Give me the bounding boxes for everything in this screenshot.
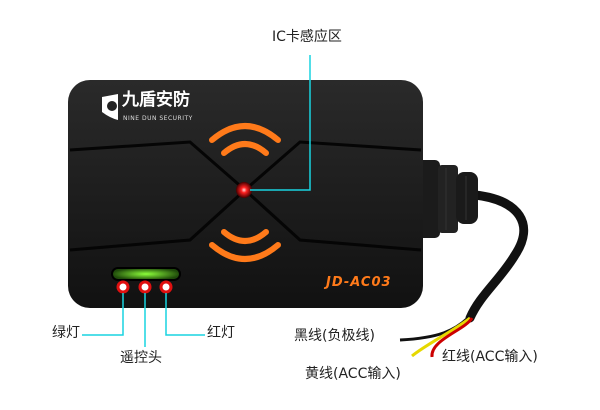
yellow-wire <box>411 316 471 358</box>
callout-yellow-wire: 黄线(ACC输入) <box>305 366 401 382</box>
center-indicator-led <box>236 182 252 198</box>
status-light-bar <box>111 267 181 281</box>
red-wire <box>430 317 474 358</box>
model-label: JD-AC03 <box>326 275 392 290</box>
cable <box>465 190 529 323</box>
callout-ic-area: IC卡感应区 <box>272 29 342 45</box>
callout-green-led: 绿灯 <box>52 325 80 341</box>
callout-black-wire: 黑线(负极线) <box>294 328 375 344</box>
callout-red-led: 红灯 <box>207 325 235 341</box>
brand-logo-icon <box>102 94 118 120</box>
brand-name-en: NINE DUN SECURITY <box>123 115 193 122</box>
remote-receiver <box>138 280 152 294</box>
leader-lines <box>82 55 311 347</box>
cable-gland <box>418 160 478 238</box>
rfid-waves-icon <box>209 123 281 262</box>
brand-name-cn: 九盾安防 <box>122 90 190 110</box>
callout-remote-receiver: 遥控头 <box>120 350 162 366</box>
red-led <box>159 280 173 294</box>
callout-red-wire: 红线(ACC输入) <box>442 349 538 365</box>
green-led <box>116 280 130 294</box>
